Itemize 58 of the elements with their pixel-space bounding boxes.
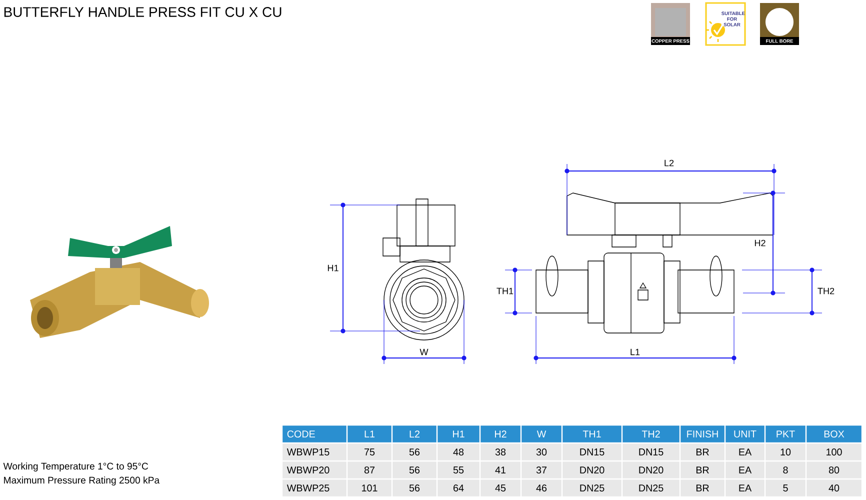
table-cell: BR [680,444,724,460]
table-cell: 87 [348,462,392,478]
table-header-cell: H2 [480,426,520,442]
table-cell: 55 [438,462,480,478]
dimension-label: L1 [630,348,640,356]
table-header-cell: CODE [282,426,346,442]
table-cell: WBWP20 [282,462,346,478]
table-cell: DN25 [562,480,622,496]
title: BUTTERFLY HANDLE PRESS FIT CU X CU [4,7,282,17]
table-cell: 5 [766,480,806,496]
table-header-cell: TH2 [622,426,680,442]
table-cell: 8 [766,462,806,478]
table-cell: EA [726,444,764,460]
table-header-cell: W [522,426,562,442]
table-cell: DN15 [562,444,622,460]
table-cell: EA [726,480,764,496]
table-cell: 41 [480,462,520,478]
table-cell: DN25 [622,480,680,496]
table-cell: 56 [392,462,436,478]
dimension-label: H1 [328,264,338,272]
note: Maximum Pressure Rating 2500 kPa [4,476,160,486]
table-cell: WBWP15 [282,444,346,460]
table-cell: 30 [522,444,562,460]
table-cell: WBWP25 [282,480,346,496]
table-cell: 37 [522,462,562,478]
table-header-cell: TH1 [562,426,622,442]
note: Working Temperature 1°C to 95°C [3,462,148,472]
table-header-cell: BOX [806,426,862,442]
dimension-label: L2 [664,160,674,166]
table-cell: BR [680,480,724,496]
table-header-cell: H1 [438,426,480,442]
table-cell: 101 [348,480,392,496]
table-cell: DN20 [622,462,680,478]
table-cell: 80 [806,462,862,478]
table-cell: DN15 [622,444,680,460]
table-header-cell: L2 [392,426,436,442]
table-cell: 75 [348,444,392,460]
table-header-cell: L1 [348,426,392,442]
table-cell: EA [726,462,764,478]
table-cell: 45 [480,480,520,496]
table-cell: 56 [392,444,436,460]
table-cell: 100 [806,444,862,460]
table-cell: 10 [766,444,806,460]
dimension-label: TH2 [818,288,834,294]
table-cell: 48 [438,444,480,460]
table-header-cell: UNIT [726,426,764,442]
table-cell: 40 [806,480,862,496]
table-header-cell: PKT [766,426,806,442]
table-header-cell: FINISH [680,426,724,442]
table-cell: 46 [522,480,562,496]
table-cell: 64 [438,480,480,496]
table-cell: 38 [480,444,520,460]
dimension-label: TH1 [496,288,514,294]
dimension-label: H2 [754,240,766,246]
dimension-label: W [420,348,428,356]
table-cell: 56 [392,480,436,496]
table-cell: DN20 [562,462,622,478]
table-cell: BR [680,462,724,478]
